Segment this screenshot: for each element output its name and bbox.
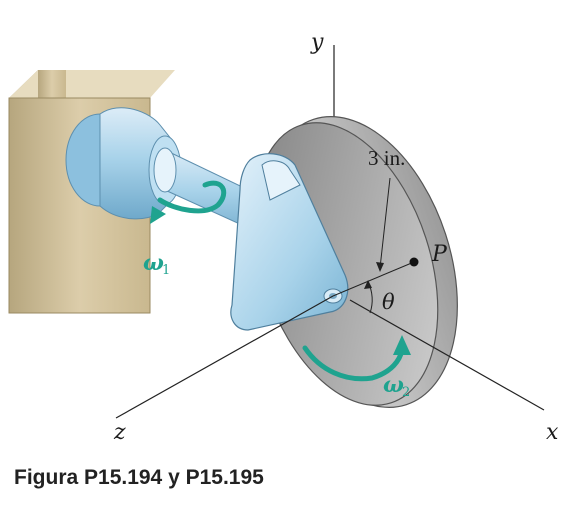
dimension-leader — [379, 177, 391, 269]
omega1-label: ω — [143, 250, 164, 276]
dimension-arrowhead — [376, 262, 384, 272]
point-p-label: P — [432, 242, 447, 267]
point-p-marker — [409, 257, 419, 267]
theta-label: θ — [382, 290, 395, 314]
omega2-subscript: 2 — [402, 385, 411, 400]
figure-caption: Figura P15.194 y P15.195 — [14, 466, 264, 489]
omega1-arrowhead — [150, 206, 166, 224]
angle-arc-arrowhead — [364, 280, 372, 289]
z-axis-line — [115, 295, 334, 419]
z-axis-label: z — [114, 420, 126, 445]
omega1-subscript: 1 — [162, 263, 171, 278]
omega2-label: ω — [383, 372, 404, 398]
dimension-label: 3 in. — [368, 146, 406, 170]
y-axis-label: y — [311, 30, 324, 55]
x-axis-line — [349, 299, 545, 411]
x-axis-label: x — [546, 420, 559, 445]
radius-line — [332, 261, 415, 297]
omega2-arrow — [302, 345, 405, 382]
omega2-arrowhead — [393, 335, 411, 355]
omega1-arrow — [157, 180, 227, 214]
